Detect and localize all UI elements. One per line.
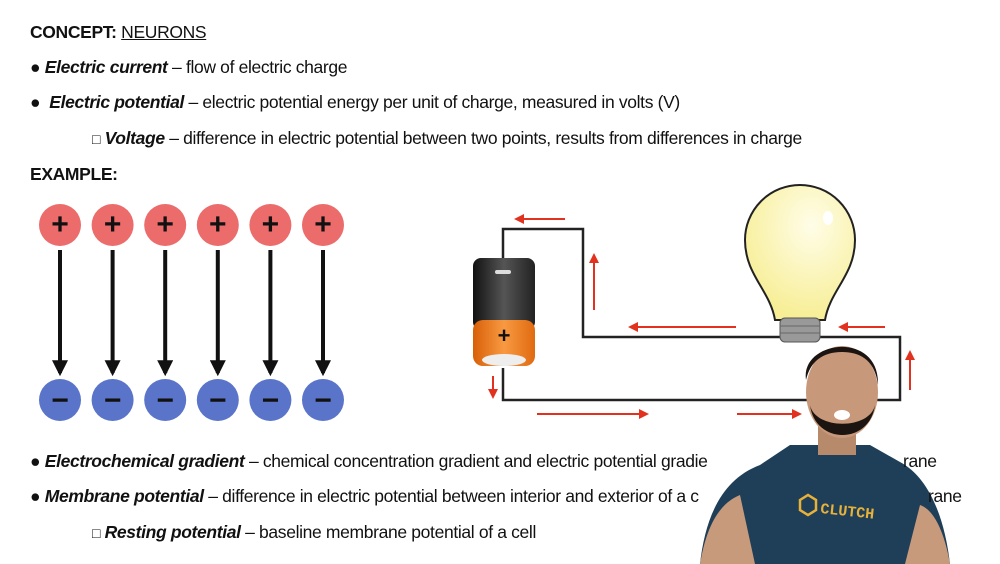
plus-sign: + bbox=[209, 208, 227, 241]
bullet-desc: – difference in electric potential betwe… bbox=[203, 486, 699, 506]
bullet-electric-potential: ● Electric potential – electric potentia… bbox=[30, 92, 680, 113]
minus-sign: − bbox=[156, 384, 174, 417]
bullet-term: Electric current bbox=[44, 57, 168, 77]
current-arrows bbox=[488, 214, 915, 419]
bullet-term: Voltage bbox=[104, 128, 165, 148]
bullet-term: Electric potential bbox=[49, 92, 184, 112]
concept-header: CONCEPT: NEURONS bbox=[30, 22, 207, 43]
battery-plus: + bbox=[498, 323, 511, 348]
positive-charge bbox=[91, 204, 134, 246]
bullet-tail: rane bbox=[903, 451, 937, 471]
concept-topic: NEURONS bbox=[121, 22, 207, 42]
presenter-video: CLUTCH bbox=[700, 346, 950, 564]
minus-sign: − bbox=[314, 384, 332, 417]
bullet-desc: – flow of electric charge bbox=[167, 57, 348, 77]
positive-charge bbox=[196, 204, 239, 246]
positive-charge bbox=[302, 204, 344, 246]
battery: + bbox=[473, 258, 535, 366]
bullet-membrane-potential: ● Membrane potential – difference in ele… bbox=[30, 486, 699, 507]
negative-charge bbox=[144, 379, 187, 421]
bullet-term: Electrochemical gradient bbox=[44, 451, 245, 471]
bullet-marker: ● bbox=[30, 92, 41, 112]
plus-sign: + bbox=[104, 208, 122, 241]
plus-sign: + bbox=[314, 208, 332, 241]
minus-sign: − bbox=[209, 384, 227, 417]
negative-charge bbox=[249, 379, 292, 421]
light-bulb-icon bbox=[743, 184, 857, 343]
concept-label: CONCEPT: bbox=[30, 22, 117, 42]
minus-sign: − bbox=[262, 384, 280, 417]
plus-sign: + bbox=[156, 208, 174, 241]
bullet-tail: rane bbox=[928, 486, 962, 506]
bullet-desc: – chemical concentration gradient and el… bbox=[244, 451, 708, 471]
bullet-term: Resting potential bbox=[104, 522, 241, 542]
bullet-marker: □ bbox=[92, 525, 101, 541]
negative-charge bbox=[196, 379, 239, 421]
bullet-desc: – electric potential energy per unit of … bbox=[183, 92, 680, 112]
shirt-logo: CLUTCH bbox=[819, 501, 874, 524]
plus-sign: + bbox=[51, 208, 69, 241]
bullet-marker: ● bbox=[30, 57, 41, 77]
sub-bullet-resting-potential: □ Resting potential – baseline membrane … bbox=[92, 522, 536, 543]
bullet-electric-current: ● Electric current – flow of electric ch… bbox=[30, 57, 348, 78]
positive-charge bbox=[249, 204, 292, 246]
positive-charge bbox=[39, 204, 81, 246]
minus-sign: − bbox=[104, 384, 122, 417]
bullet-desc: – baseline membrane potential of a cell bbox=[240, 522, 536, 542]
positive-charge bbox=[144, 204, 187, 246]
bullet-marker: ● bbox=[30, 451, 41, 471]
negative-charge bbox=[91, 379, 134, 421]
bullet-desc: – difference in electric potential betwe… bbox=[164, 128, 802, 148]
plus-sign: + bbox=[262, 208, 280, 241]
sub-bullet-voltage: □ Voltage – difference in electric poten… bbox=[92, 128, 802, 149]
example-label: EXAMPLE: bbox=[30, 164, 118, 184]
bullet-marker: ● bbox=[30, 486, 41, 506]
bullet-electrochemical-gradient: ● Electrochemical gradient – chemical co… bbox=[30, 451, 708, 472]
bullet-term: Membrane potential bbox=[44, 486, 204, 506]
circuit-wire bbox=[501, 227, 902, 402]
bullet-marker: □ bbox=[92, 131, 101, 147]
minus-sign: − bbox=[51, 384, 69, 417]
negative-charge bbox=[302, 379, 344, 421]
negative-charge bbox=[39, 379, 81, 421]
